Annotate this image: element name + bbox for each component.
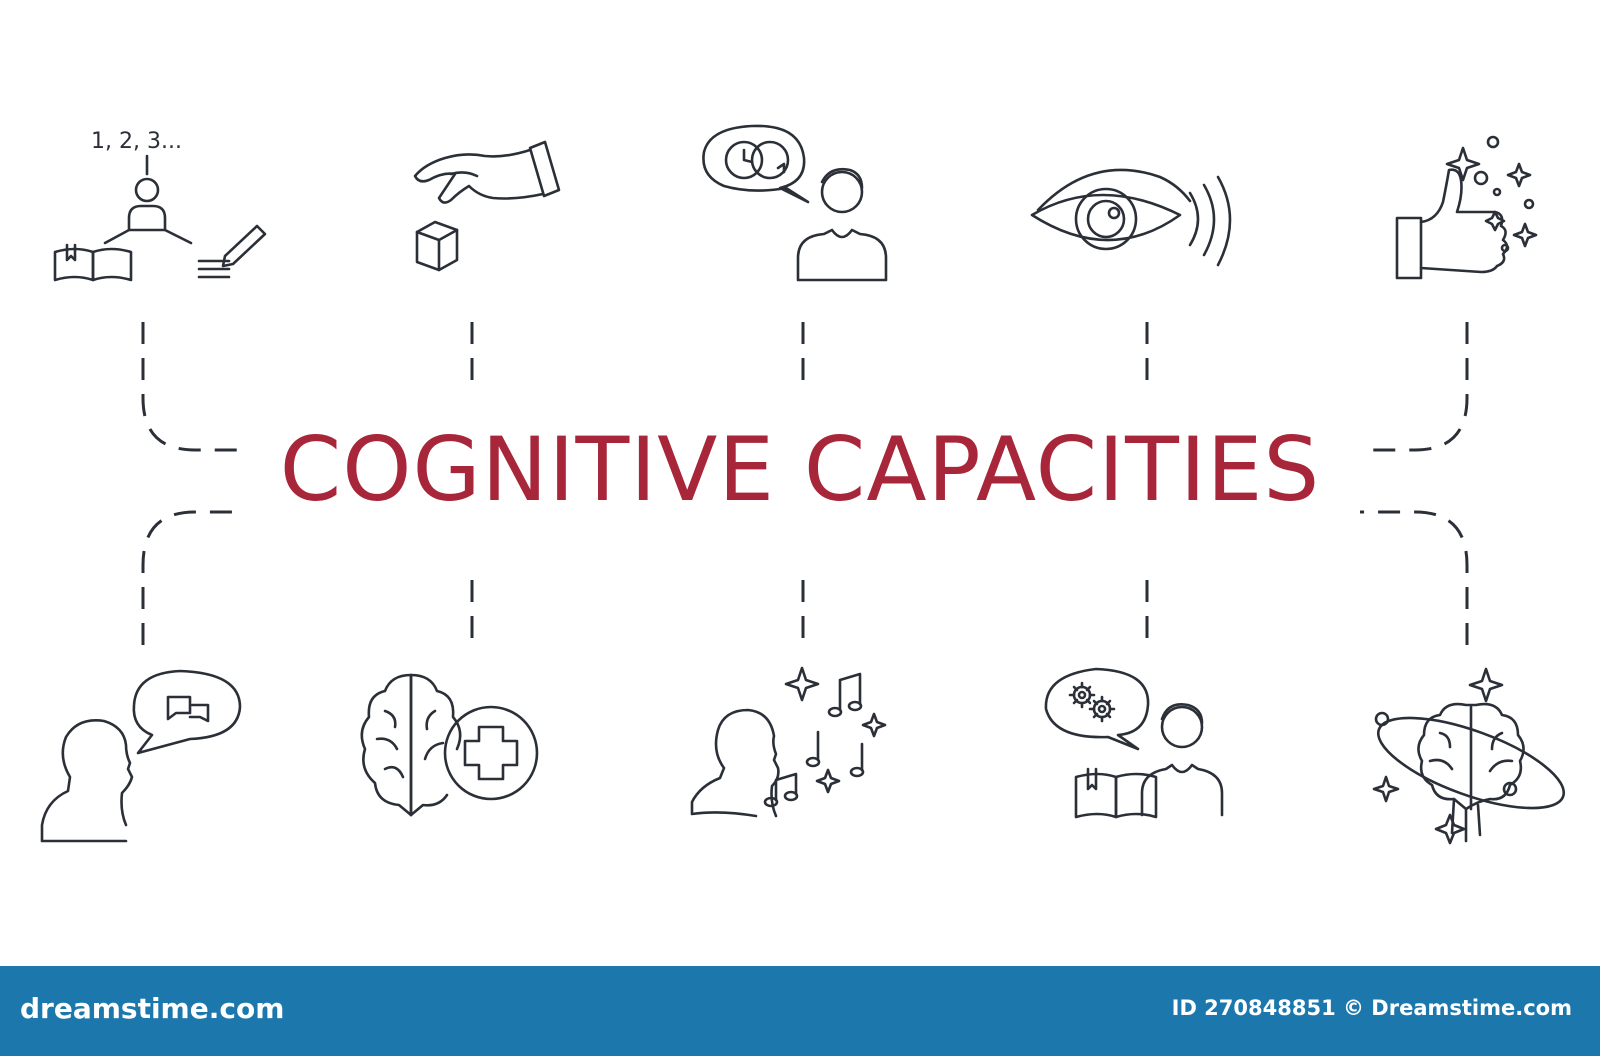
person-speaking-icon bbox=[40, 665, 242, 855]
eye-perception-icon bbox=[1030, 115, 1232, 305]
connector-bottom-1 bbox=[141, 510, 240, 645]
footer-brand[interactable]: dreamstime.com bbox=[20, 992, 285, 1025]
person-network-counting-icon: 1, 2, 3... bbox=[45, 110, 267, 300]
dashed-connectors bbox=[141, 322, 1469, 645]
person-gears-book-icon bbox=[1040, 665, 1240, 855]
person-music-icon bbox=[690, 660, 890, 850]
title-text: COGNITIVE CAPACITIES bbox=[273, 418, 1327, 521]
page-title: COGNITIVE CAPACITIES bbox=[0, 418, 1600, 521]
connector-top-1 bbox=[141, 322, 240, 452]
thumbs-up-sparkle-icon bbox=[1385, 120, 1585, 310]
footer-image-id: ID 270848851 © Dreamstime.com bbox=[1171, 996, 1572, 1020]
connector-top-5 bbox=[1360, 322, 1469, 452]
counting-label: 1, 2, 3... bbox=[91, 129, 182, 154]
brain-orbit-icon bbox=[1370, 665, 1570, 855]
diagram-canvas: COGNITIVE CAPACITIES 1, 2, 3... bbox=[0, 110, 1600, 855]
brain-plus-icon bbox=[355, 665, 555, 855]
footer-bar: dreamstime.com ID 270848851 © Dreamstime… bbox=[0, 966, 1600, 1056]
hand-picking-cube-icon bbox=[395, 120, 595, 310]
connector-bottom-5 bbox=[1360, 510, 1469, 645]
person-thinking-time-icon bbox=[700, 110, 900, 300]
